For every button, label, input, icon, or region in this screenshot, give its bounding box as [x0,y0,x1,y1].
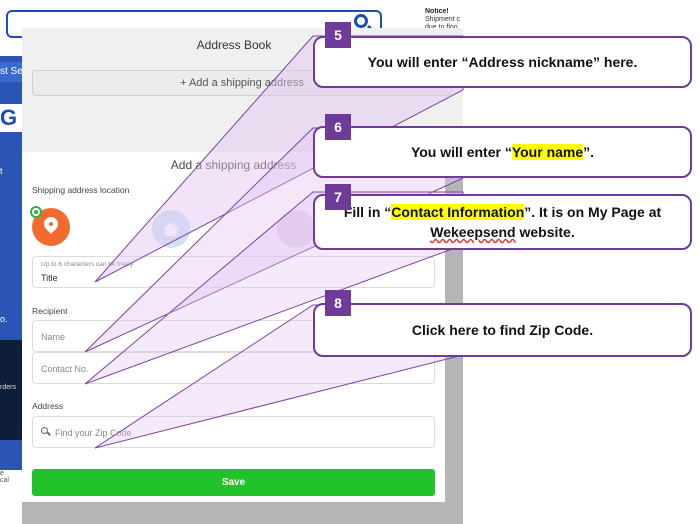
callout-7-site-name: Wekeepsend [430,224,516,240]
callout-6-number: 6 [325,114,351,140]
search-icon[interactable] [354,14,368,28]
search-icon [41,427,48,434]
notice-line: Shipment c [425,16,461,23]
save-button[interactable]: Save [32,469,435,496]
callout-6: You will enter “Your name”. [313,126,692,178]
callout-7-highlight: Contact Information [391,204,525,220]
notice-banner: Notice! Shipment c due to floo [425,8,463,32]
callout-7: Fill in “Contact Information”. It is on … [313,194,692,250]
callout-6-highlight: Your name [511,144,584,160]
location-option-home[interactable] [152,210,190,248]
callout-8-text: Click here to find Zip Code. [411,322,594,338]
zip-placeholder: Find your Zip Code [55,428,132,438]
site-logo: G [0,104,22,132]
callout-5-number: 5 [325,22,351,48]
address-label: Address [32,401,64,411]
left-nav-item[interactable]: o. [0,314,8,324]
promo-strip-text: rders [0,384,16,391]
callout-8-number: 8 [325,290,351,316]
contact-placeholder: Contact No. [41,364,89,374]
callout-8: Click here to find Zip Code. [313,303,692,357]
name-placeholder: Name [41,332,66,342]
notice-title: Notice! [425,8,449,15]
address-nickname-field[interactable]: Up to 6 characters can be freely Title [32,256,435,288]
promo-strip: rders [0,340,22,440]
nickname-value: Title [41,273,58,283]
callout-5: You will enter “Address nickname” here. [313,36,692,88]
callout-7-text: Fill in “Contact Information”. It is on … [343,204,662,240]
zip-code-search-field[interactable]: Find your Zip Code [32,416,435,448]
notice-line: due to floo [425,24,458,31]
callout-5-text: You will enter “Address nickname” here. [367,54,638,70]
address-book-title: Address Book [196,38,272,52]
nickname-hint: Up to 6 characters can be freely [41,261,134,268]
selected-check-icon [30,206,42,218]
home-icon [163,222,179,236]
left-nav-item[interactable]: t [0,166,3,176]
recipient-label: Recipient [32,306,68,316]
left-band-label[interactable]: st Se [0,62,22,82]
callout-7-number: 7 [325,184,351,210]
location-label: Shipping address location [32,185,130,195]
callout-6-text: You will enter “Your name”. [410,144,595,160]
